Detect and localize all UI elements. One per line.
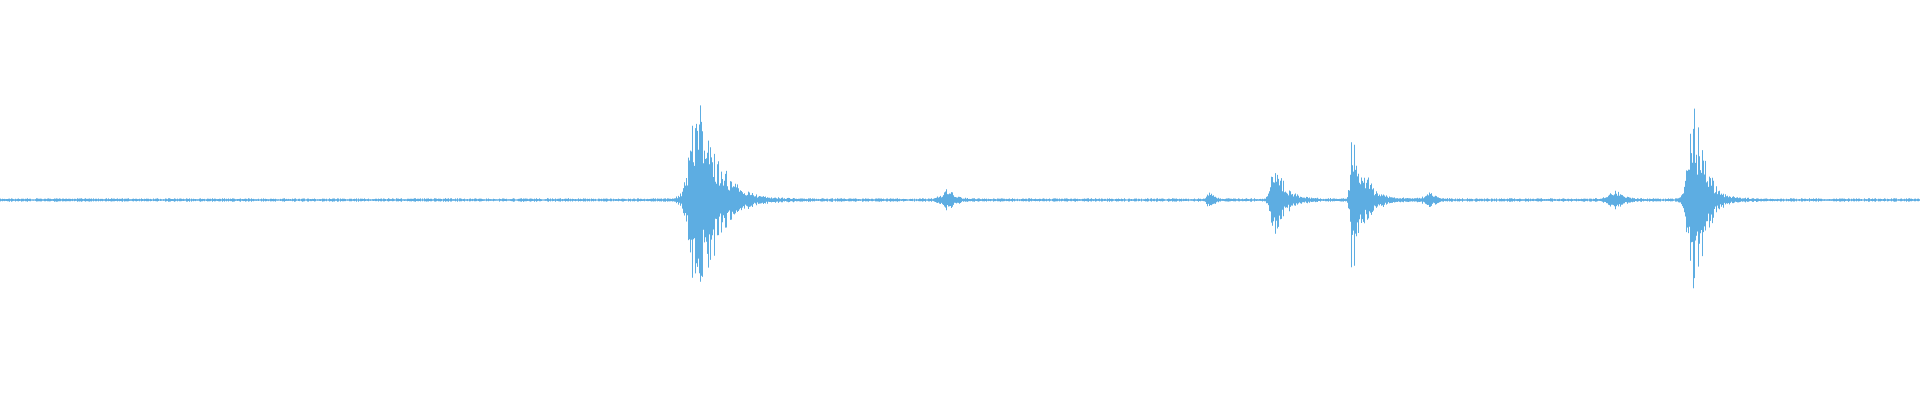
waveform-trace: [0, 105, 1920, 289]
waveform-bars: [0, 105, 1920, 289]
